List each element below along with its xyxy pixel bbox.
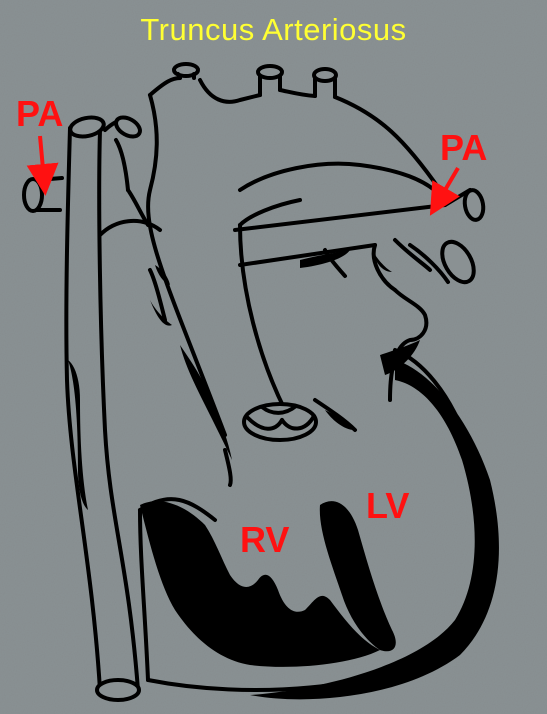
pa-left-arrow [40, 136, 44, 180]
pa-right-arrow [438, 168, 458, 202]
